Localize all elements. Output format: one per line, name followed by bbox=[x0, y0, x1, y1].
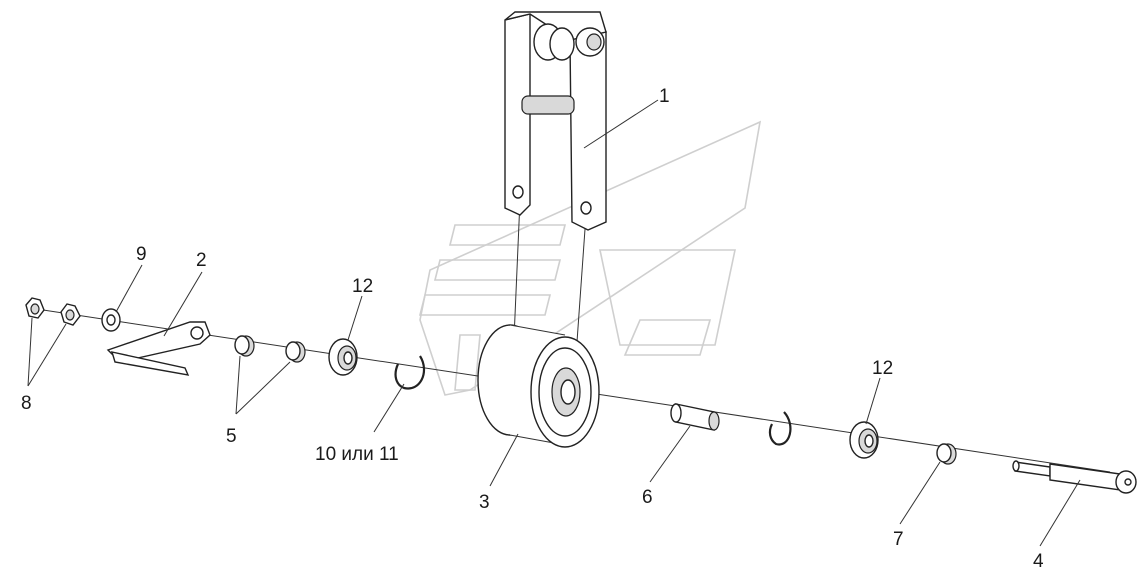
part-5-bushing bbox=[285, 341, 306, 363]
callout-5: 5 bbox=[226, 426, 237, 447]
part-3-pulley bbox=[477, 324, 600, 448]
part-12-bearing-left bbox=[328, 338, 358, 376]
part-10-11-retaining-ring bbox=[394, 355, 426, 390]
part-8-nut bbox=[25, 297, 45, 319]
callout-12-right: 12 bbox=[872, 358, 893, 379]
callout-9: 9 bbox=[136, 244, 147, 265]
part-9-washer bbox=[101, 308, 121, 332]
retaining-ring-right bbox=[768, 411, 792, 446]
part-6-sleeve bbox=[670, 403, 720, 431]
part-1-tensioner-arm bbox=[504, 11, 607, 231]
part-7-bushing bbox=[936, 443, 957, 465]
callout-4: 4 bbox=[1033, 551, 1044, 572]
part-2-lever bbox=[106, 321, 211, 376]
callout-10-or-11: 10 или 11 bbox=[315, 444, 399, 465]
callout-1: 1 bbox=[659, 86, 670, 107]
callout-12-left: 12 bbox=[352, 276, 373, 297]
callout-8: 8 bbox=[21, 393, 32, 414]
part-12-bearing-right bbox=[849, 421, 879, 459]
part-8-nut bbox=[60, 303, 81, 326]
part-4-axle-pin bbox=[1012, 460, 1137, 494]
callout-2: 2 bbox=[196, 250, 207, 271]
part-5-bushing bbox=[234, 335, 255, 357]
callout-7: 7 bbox=[893, 529, 904, 550]
leader-lines bbox=[27, 99, 1081, 547]
callout-6: 6 bbox=[642, 487, 653, 508]
callout-3: 3 bbox=[479, 492, 490, 513]
watermark-logo bbox=[418, 120, 762, 396]
